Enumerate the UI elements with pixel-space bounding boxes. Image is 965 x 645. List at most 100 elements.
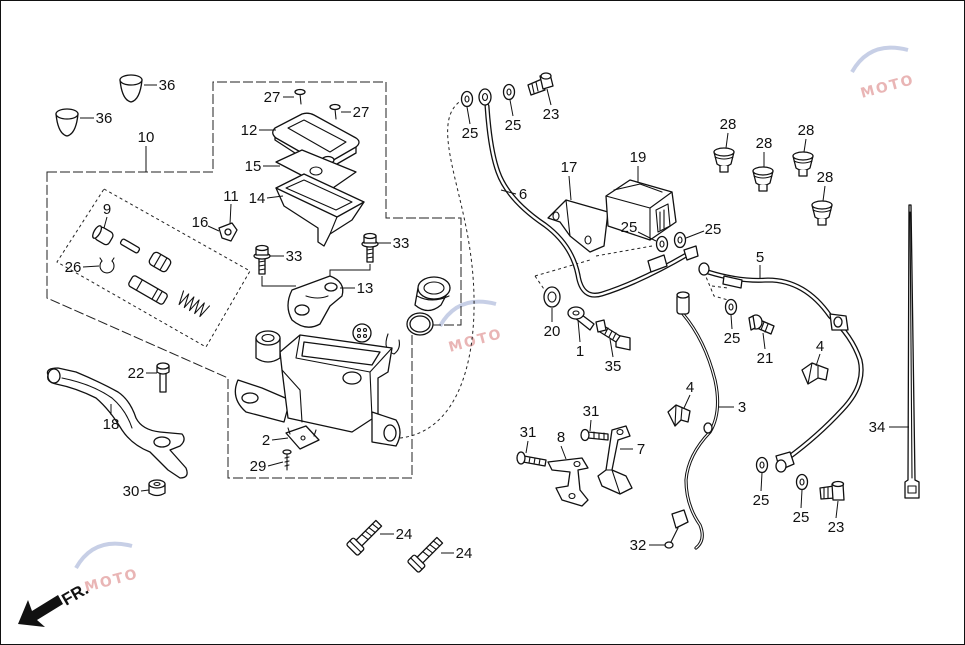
callout-25: 25 [462, 106, 479, 142]
callout-label: 10 [138, 129, 155, 146]
callout-27: 27 [341, 104, 369, 121]
callout-10: 10 [138, 129, 155, 172]
callout-label: 11 [223, 188, 239, 205]
callout-15: 15 [245, 158, 280, 175]
callout-24: 24 [441, 545, 472, 562]
callout-27: 27 [264, 89, 294, 106]
callout-label: 19 [630, 149, 647, 166]
push-rod [119, 238, 141, 254]
callout-label: 31 [583, 403, 600, 420]
screw-27-right [329, 103, 341, 120]
callout-label: 22 [128, 365, 145, 382]
callout-label: 6 [519, 186, 527, 203]
bolt-21 [748, 314, 775, 335]
callout-31: 31 [520, 424, 536, 454]
callout-11: 11 [223, 188, 239, 225]
clip-4-right [801, 362, 829, 385]
bracket-8 [547, 457, 589, 507]
callout-25: 25 [793, 489, 810, 526]
bolt-1 [567, 306, 595, 331]
grommet-28-b [752, 166, 774, 192]
callout-6: 6 [500, 186, 527, 203]
brake-hose-6 [478, 88, 699, 298]
callout-label: 25 [753, 492, 770, 509]
callout-label: 18 [103, 416, 120, 433]
callout-label: 25 [705, 221, 722, 238]
callout-label: 28 [798, 122, 815, 139]
callout-21: 21 [757, 332, 774, 367]
callout-5: 5 [756, 249, 764, 279]
callout-label: 20 [544, 323, 561, 340]
bolt-33-left [253, 244, 271, 275]
o-ring [406, 312, 434, 336]
callout-label: 36 [159, 77, 176, 94]
retaining-clip [385, 333, 400, 355]
callout-label: 24 [396, 526, 413, 543]
callout-label: 28 [720, 116, 737, 133]
callout-25: 25 [505, 99, 521, 134]
screw-27-left [294, 88, 306, 105]
brake-hose-5 [698, 262, 864, 473]
callout-9: 9 [103, 201, 111, 229]
bracket-7 [597, 425, 633, 495]
bolt-35 [595, 319, 621, 343]
callout-label: 35 [605, 358, 622, 375]
callout-label: 25 [621, 219, 638, 236]
callout-2: 2 [262, 432, 289, 449]
clip-4-left [667, 404, 691, 427]
callout-25: 25 [621, 219, 657, 242]
callout-33: 33 [378, 235, 409, 252]
callout-label: 26 [65, 259, 82, 276]
callout-23: 23 [543, 88, 559, 123]
callout-31: 31 [583, 403, 600, 432]
nut-30 [148, 479, 166, 497]
callout-label: 25 [462, 125, 479, 142]
washer-25 [460, 83, 809, 491]
callout-label: 4 [816, 338, 824, 355]
callout-label: 25 [793, 509, 810, 526]
callout-25: 25 [724, 314, 740, 347]
callout-8: 8 [557, 429, 567, 460]
callout-label: 33 [286, 248, 303, 265]
callout-label: 28 [817, 169, 834, 186]
callout-label: 34 [869, 419, 886, 436]
callout-34: 34 [869, 419, 909, 436]
handlebar-clamp-13 [287, 275, 344, 328]
assembly-10-boundary [46, 81, 462, 479]
callout-label: 21 [757, 350, 774, 367]
callout-label: 30 [123, 483, 140, 500]
cable-tie-34 [904, 204, 920, 499]
master-cylinder-body [234, 330, 401, 447]
brake-lever-18 [46, 367, 188, 479]
callout-25: 25 [753, 472, 770, 509]
callout-label: 24 [456, 545, 473, 562]
callout-36: 36 [80, 110, 112, 127]
callout-28: 28 [756, 135, 773, 167]
callout-label: 27 [353, 104, 370, 121]
callout-label: 7 [637, 441, 645, 458]
callout-label: 23 [828, 519, 845, 536]
callout-22: 22 [128, 365, 157, 382]
hose-route-dotted [399, 99, 475, 439]
pivot-bolt-22 [156, 362, 170, 393]
callout-label: 2 [262, 432, 270, 449]
callout-label: 33 [393, 235, 410, 252]
callout-25: 25 [685, 221, 722, 239]
pin-clip-11-16 [218, 222, 238, 242]
switch-bracket-2 [285, 425, 320, 450]
callout-19: 19 [630, 149, 647, 183]
callout-29: 29 [250, 458, 284, 475]
grommet-28-c [792, 151, 814, 177]
callout-label: 9 [103, 201, 111, 218]
callout-label: 16 [192, 214, 209, 231]
callout-7: 7 [620, 441, 645, 458]
callout-36: 36 [144, 77, 175, 94]
callout-label: 5 [756, 249, 764, 266]
return-spring [178, 290, 211, 318]
cap-36-upper [119, 74, 143, 103]
callout-17: 17 [561, 159, 577, 201]
callout-label: 8 [557, 429, 565, 446]
callout-label: 36 [96, 110, 113, 127]
callout-label: 28 [756, 135, 773, 152]
